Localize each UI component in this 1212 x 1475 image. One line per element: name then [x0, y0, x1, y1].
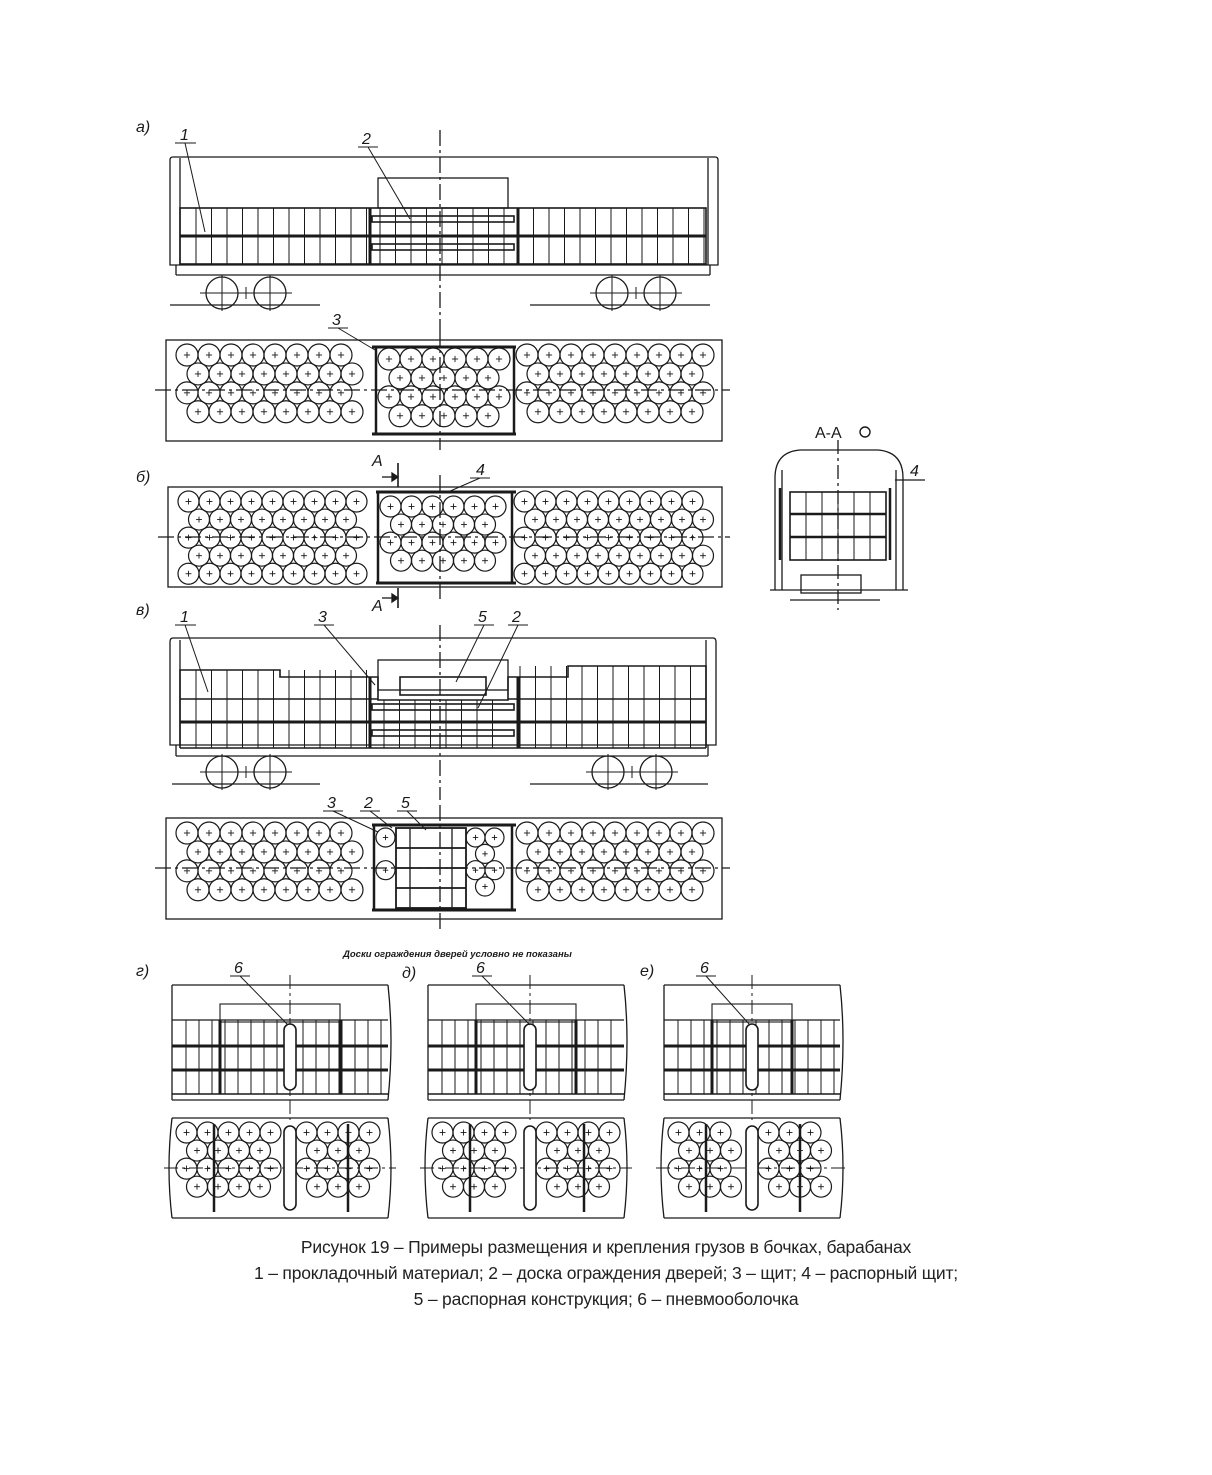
section-title: А-А [815, 425, 842, 442]
callout-5-v-plan: 5 [401, 795, 410, 812]
view-a-side-elevation [169, 130, 719, 330]
callout-3-v: 3 [318, 609, 327, 626]
view-label-a: а) [136, 119, 150, 136]
view-label-d: д) [402, 965, 416, 982]
view-d-fragment [420, 975, 632, 1219]
callout-6-d: 6 [476, 960, 485, 977]
section-a-a [770, 440, 925, 610]
view-v-plan [155, 805, 730, 930]
callout-2-a: 2 [361, 131, 371, 148]
callout-1-a: 1 [180, 127, 189, 144]
callout-1-v: 1 [180, 609, 189, 626]
view-label-b: б) [136, 469, 150, 486]
section-mark-bottom: А [371, 598, 383, 615]
view-label-e: е) [640, 963, 654, 980]
figure-caption-legend-1: 1 – прокладочный материал; 2 – доска огр… [254, 1263, 958, 1283]
figure-caption-legend-2: 5 – распорная конструкция; 6 – пневмообо… [413, 1289, 799, 1309]
view-b-plan [158, 463, 730, 608]
callout-6-e: 6 [700, 960, 709, 977]
view-e-fragment [656, 975, 848, 1219]
view-g-fragment [164, 975, 396, 1219]
callout-5-v: 5 [478, 609, 487, 626]
callout-4-section: 4 [910, 463, 919, 480]
view-label-g: г) [136, 963, 149, 980]
callout-3-v-plan: 3 [327, 795, 336, 812]
view-v-side-elevation [169, 625, 717, 800]
view-label-v: в) [136, 602, 150, 619]
callout-2-v-plan: 2 [363, 795, 373, 812]
callout-3-a: 3 [332, 312, 341, 329]
section-mark-top: А [371, 453, 383, 470]
figure-caption-title: Рисунок 19 – Примеры размещения и крепле… [300, 1237, 912, 1257]
callout-6-g: 6 [234, 960, 243, 977]
rotation-icon [859, 426, 871, 438]
callout-2-v: 2 [511, 609, 521, 626]
view-a-plan [155, 330, 730, 450]
note-doors: Доски ограждения дверей условно не показ… [342, 949, 572, 960]
leader-lines [175, 142, 751, 1026]
callout-4-b: 4 [476, 462, 485, 479]
